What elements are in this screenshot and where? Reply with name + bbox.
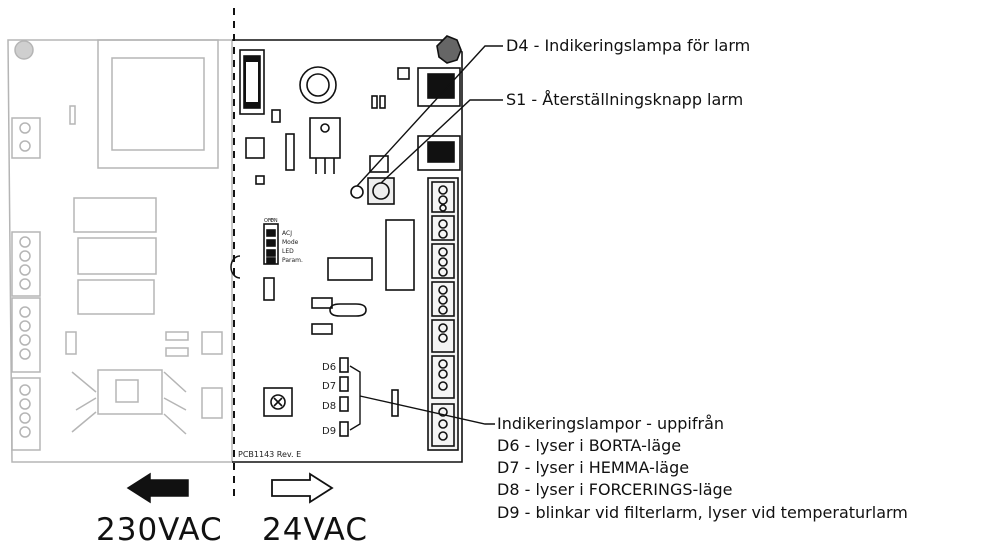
dip-label-mode: Mode <box>282 239 299 246</box>
callout-d7: D7 - lyser i HEMMA-läge <box>497 458 690 477</box>
low-voltage-section <box>232 35 463 463</box>
voltage-label-24vac: 24VAC <box>262 512 368 548</box>
dip-header-off: OFF <box>264 218 274 224</box>
dip-header-on: ON <box>270 218 278 224</box>
led-label-d6: D6 <box>322 362 336 373</box>
callout-d9: D9 - blinkar vid filterlarm, lyser vid t… <box>497 503 908 522</box>
voltage-label-230vac: 230VAC <box>96 512 223 548</box>
callout-d4: D4 - Indikeringslampa för larm <box>506 36 751 55</box>
dip-label-led: LED <box>282 248 294 255</box>
dip-label-param: Param. <box>282 257 303 264</box>
callout-d8: D8 - lyser i FORCERINGS-läge <box>497 480 733 499</box>
dip-label-acj: ACJ <box>282 230 292 237</box>
arrow-left-icon <box>126 472 189 504</box>
callout-indicators-title: Indikeringslampor - uppifrån <box>497 414 725 433</box>
led-label-d7: D7 <box>322 381 336 392</box>
callout-lines <box>349 45 503 431</box>
high-voltage-section <box>7 39 233 463</box>
callout-s1: S1 - Återställningsknapp larm <box>506 90 744 109</box>
arrow-right-icon <box>271 472 334 504</box>
led-label-d9: D9 <box>322 426 336 437</box>
pcb-revision: PCB1143 Rev. E <box>238 450 301 459</box>
led-label-d8: D8 <box>322 401 336 412</box>
callout-d6: D6 - lyser i BORTA-läge <box>497 436 682 455</box>
